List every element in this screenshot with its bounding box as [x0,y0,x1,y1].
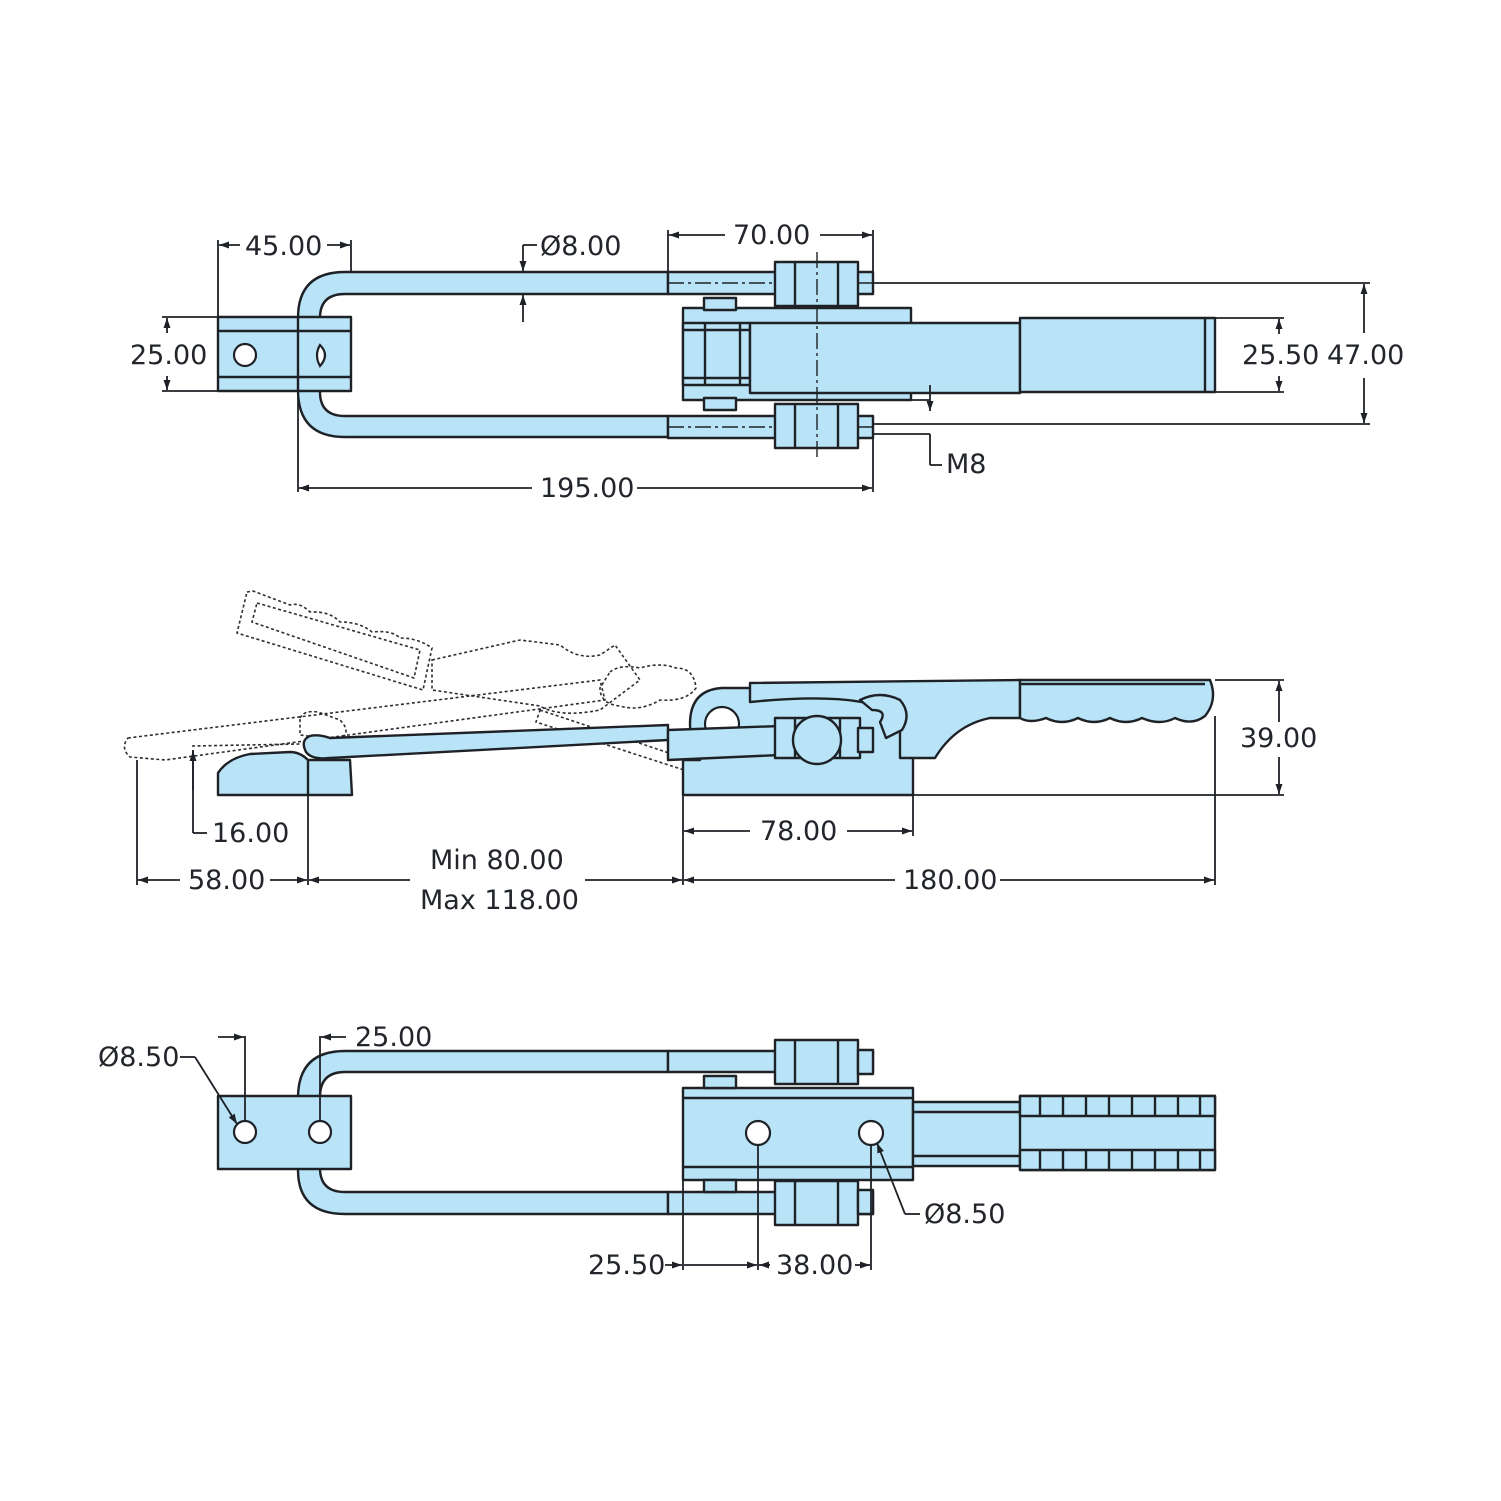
dim-25-bottom: 25.00 [355,1022,432,1053]
dim-d8-50-right: Ø8.50 [924,1199,1005,1230]
base-hole-1 [744,1119,772,1147]
dim-39: 39.00 [1240,723,1317,754]
hook-hole-right [307,1119,333,1145]
dim-16: 16.00 [212,818,289,849]
dim-180: 180.00 [903,865,997,896]
bottom-view: Ø8.50 25.00 Ø8.50 25.50 38.00 [98,1022,1217,1281]
dim-d8-50-left: Ø8.50 [98,1042,179,1073]
base-hole-2 [857,1119,885,1147]
dim-45: 45.00 [245,231,322,262]
top-view: 45.00 Ø8.00 70.00 25.00 25.50 47.00 [130,220,1404,504]
dim-d8: Ø8.00 [540,231,621,262]
hook-hole-left [232,1119,258,1145]
dim-78: 78.00 [760,816,837,847]
dim-25-top: 25.00 [130,340,207,371]
dim-58: 58.00 [188,865,265,896]
u-rod-top-view [296,270,670,439]
dim-70: 70.00 [733,220,810,251]
hook-plate-side [216,750,354,797]
dim-195: 195.00 [540,473,634,504]
hook-pin-hole [232,342,258,368]
dim-38: 38.00 [776,1250,853,1281]
open-position-ghost [123,590,697,771]
dim-max: Max 118.00 [420,885,579,916]
u-rod-bottom-view [296,1049,670,1216]
clamp-base-bottom [681,1086,915,1182]
dim-m8: M8 [946,449,986,480]
dim-25-50-bottom: 25.50 [588,1250,665,1281]
dim-25-50-top: 25.50 [1242,340,1319,371]
dim-47: 47.00 [1327,340,1404,371]
handle-grip-top [1018,316,1217,394]
lever-top [748,321,1022,395]
handle-grip-side [1018,678,1215,724]
u-rod-side [302,723,670,760]
dim-min: Min 80.00 [430,845,564,876]
side-view: 39.00 16.00 78.00 58.00 Min 80.00 Max 11… [123,590,1317,916]
